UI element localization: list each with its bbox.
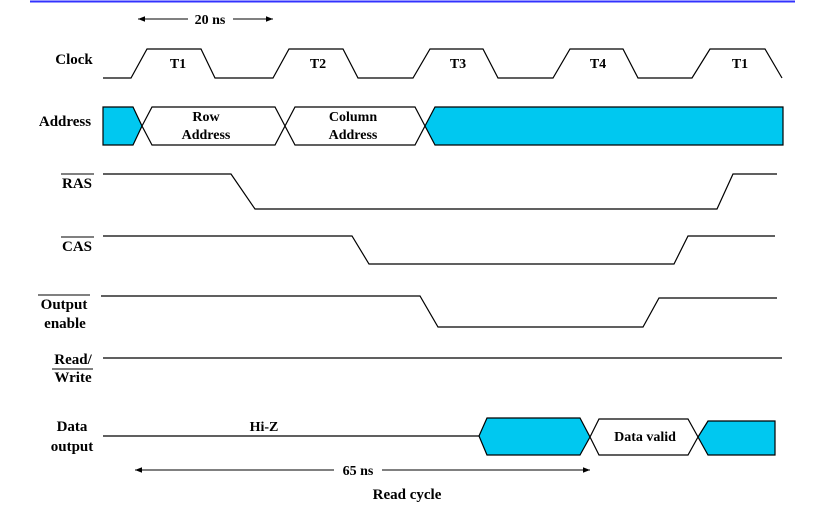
clock-state-4: T4 [590,57,606,72]
address-invalid-end [424,106,784,146]
address-label: Address [39,114,91,130]
clock-state-3: T3 [450,57,466,72]
address-col-line2: Address [329,128,378,143]
cas-label: CAS [62,239,92,255]
address-invalid-start [102,106,143,146]
clock-waveform [103,48,783,79]
data-label-line2: output [51,439,94,455]
address-row-line1: Row [192,110,220,125]
ras-waveform [103,173,777,210]
address-col-line1: Column [329,110,377,125]
clock-state-5: T1 [732,57,748,72]
cycle-label: 65 ns [343,464,374,479]
data-transition-2 [697,420,776,456]
cycle-caption: Read cycle [373,487,442,503]
oe-waveform [101,295,777,328]
data-valid-label: Data valid [614,430,676,445]
address-row-line2: Address [182,128,231,143]
cas-waveform [103,235,775,265]
ras-label: RAS [62,176,92,192]
oe-label-line2: enable [44,316,86,332]
rw-label-line1: Read/ [54,352,92,368]
data-transition-1 [478,417,591,456]
clock-state-1: T1 [170,57,186,72]
data-hiz-label: Hi-Z [250,420,279,435]
data-label-line1: Data [57,419,88,435]
clock-label: Clock [55,52,93,68]
clock-state-2: T2 [310,57,326,72]
rw-label-line2: Write [54,370,92,386]
oe-label-line1: Output [41,297,88,313]
period-label: 20 ns [195,13,226,28]
